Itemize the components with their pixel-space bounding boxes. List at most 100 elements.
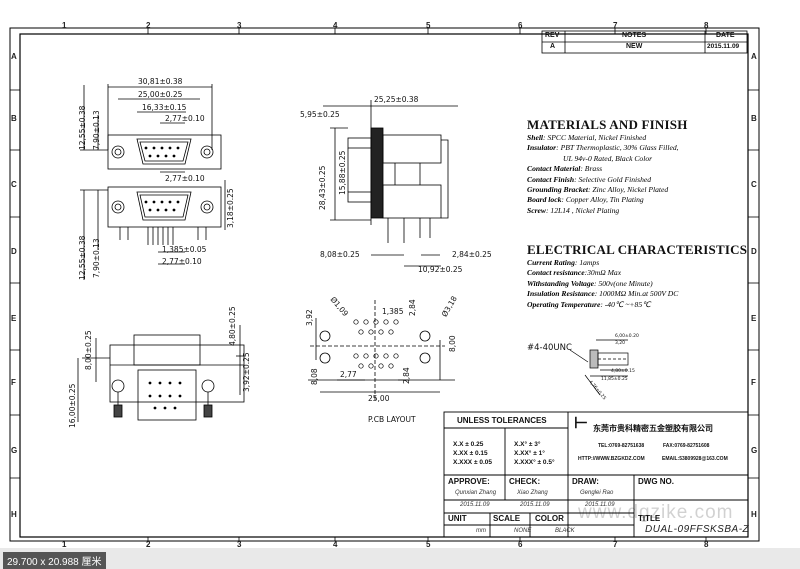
tolerances-title: UNLESS TOLERANCES — [457, 416, 547, 425]
company-tel: TEL:0769-82751638 — [598, 443, 645, 449]
company-email: EMAIL:53809928@163.COM — [662, 456, 728, 462]
dwg-no-label: DWG NO. — [638, 477, 674, 486]
dim-front-left-c: 12,55±0.38 — [78, 235, 87, 280]
grid-row-f: F — [11, 378, 16, 387]
dim-front-bottom-b: 2,77±0.10 — [162, 257, 202, 266]
check-label: CHECK: — [509, 477, 541, 486]
bottom-view-pins — [148, 381, 182, 410]
draw-name: Genglei Rao — [580, 490, 614, 496]
dim-bottom-left-b: 16,00±0.25 — [68, 383, 77, 428]
grid-col-2: 2 — [146, 21, 151, 30]
front-view — [80, 84, 226, 280]
materials-title: MATERIALS AND FINISH — [527, 117, 688, 132]
check-name: Xiao Zhang — [517, 490, 548, 496]
tolerance-angular-row: X.XXX° ± 0.5° — [514, 459, 555, 466]
dim-front-left-a: 12,55±0.38 — [78, 105, 87, 150]
drawing-title: DUAL-09FFSKSBA-Z — [645, 524, 750, 535]
company-logo-icon: ⊢ — [574, 415, 588, 432]
page-size-readout: 29.700 x 20.988 厘米 — [3, 552, 106, 569]
grid-row-a-right: A — [751, 52, 757, 61]
dim-pcb-mid-d: 8,00 — [448, 335, 457, 352]
approve-date: 2015.11.09 — [460, 502, 490, 508]
unit-value: mm — [476, 528, 486, 534]
grid-row-e-right: E — [751, 314, 757, 323]
dim-pcb-width: 25,00 — [368, 394, 390, 403]
draw-label: DRAW: — [572, 477, 599, 486]
grid-col-4-bottom: 4 — [333, 540, 338, 549]
grid-row-d: D — [11, 247, 17, 256]
material-line: Screw: 12L14 , Nickel Plating — [527, 205, 620, 215]
dim-front-left-b: 7,90±0.13 — [92, 110, 101, 150]
dim-pcb-top-c: 3,92 — [305, 309, 314, 326]
dim-front-shell: 25,00±0.25 — [138, 90, 183, 99]
electrical-list: Current Rating: 1amps Contact resistance… — [527, 258, 678, 310]
dim-side-bottom-c: 10,92±0.25 — [418, 265, 463, 274]
notes-value: NEW — [626, 43, 643, 50]
pcb-layout — [308, 300, 455, 400]
dim-side-left-a: 28,43±0.25 — [318, 165, 327, 210]
grid-col-8-bottom: 8 — [704, 540, 709, 549]
grid-row-g: G — [11, 446, 18, 455]
grid-col-1: 1 — [62, 21, 67, 30]
date-header: DATE — [716, 32, 735, 39]
grid-col-6-bottom: 6 — [518, 540, 523, 549]
grid-col-7-bottom: 7 — [613, 540, 618, 549]
dim-front-left-d: 7,90±0.13 — [92, 238, 101, 278]
dim-side-top-a: 5,95±0.25 — [300, 110, 340, 119]
rev-header: REV — [545, 32, 560, 39]
dim-front-right: 3,18±0.25 — [226, 188, 235, 228]
dim-front-pitch-top: 2,77±0.10 — [165, 114, 205, 123]
grid-row-g-right: G — [751, 446, 758, 455]
dim-side-top-b: 25,25±0.38 — [374, 95, 419, 104]
materials-list: Shell: SPCC Material, Nickel Finished In… — [527, 133, 679, 216]
electrical-line: Current Rating: 1amps — [527, 258, 600, 267]
electrical-title: ELECTRICAL CHARACTERISTICS — [527, 242, 748, 257]
dim-pcb-mid-b: 2,77 — [340, 370, 357, 379]
dim-pcb-mid-a: 8,08 — [310, 368, 319, 385]
grid-col-3-bottom: 3 — [237, 540, 242, 549]
screw-dim-a: 6,00±0.20 — [615, 334, 639, 339]
dim-side-left-b: 15,88±0.25 — [338, 150, 347, 195]
dim-bottom-left-a: 8,00±0.25 — [84, 330, 93, 370]
tolerances-angular: X.X° ± 3° X.XX° ± 1° X.XXX° ± 0.5° — [514, 440, 555, 467]
dim-front-insert: 16,33±0.15 — [142, 103, 187, 112]
electrical-line: Insulation Resistance: 1000MΩ Min.at 500… — [527, 289, 679, 299]
approve-label: APPROVE: — [448, 477, 490, 486]
bottom-view — [77, 325, 245, 422]
material-line: UL 94v-0 Rated, Black Color — [563, 153, 653, 163]
screw-detail — [569, 339, 629, 396]
dim-bottom-right-b: 3,92±0.25 — [242, 352, 251, 392]
company-fax: FAX:0769-82751608 — [663, 443, 710, 449]
tolerances-linear: X.X ± 0.25 X.XX ± 0.15 X.XXX ± 0.05 — [453, 440, 492, 467]
dim-side-bottom-b: 2,84±0.25 — [452, 250, 492, 259]
grid-col-1-bottom: 1 — [62, 540, 67, 549]
dim-front-pitch-mid: 2,77±0.10 — [165, 174, 205, 183]
draw-date: 2015.11.09 — [585, 502, 615, 508]
grid-row-b-right: B — [751, 114, 757, 123]
pcb-caption: P.CB LAYOUT — [368, 415, 416, 424]
dim-pcb-pitch: 1,385 — [382, 307, 404, 316]
front-view-pins — [144, 146, 180, 212]
material-line: Contact Material: Brass — [527, 164, 603, 174]
tolerance-linear-row: X.X ± 0.25 — [453, 441, 484, 448]
dim-front-bottom-a: 1,385±0.05 — [162, 245, 207, 254]
grid-col-6: 6 — [518, 21, 523, 30]
dim-pcb-mid-c: 2,84 — [402, 367, 411, 384]
material-line: Grounding Bracket: Zinc Alloy, Nickel Pl… — [527, 185, 669, 195]
watermark: www.dgzike.com — [578, 502, 734, 523]
side-view — [323, 100, 458, 267]
screw-dim-c: 4,80±0.15 — [611, 369, 635, 374]
material-line: Contact Finish: Selective Gold Finished — [527, 174, 652, 184]
electrical-line: Operating Temperature: -40℃ ~+85℃ — [527, 299, 651, 309]
grid-col-5: 5 — [426, 21, 431, 30]
tolerance-linear-row: X.XXX ± 0.05 — [453, 459, 492, 466]
tolerance-linear-row: X.XX ± 0.15 — [453, 450, 488, 457]
approve-name: Qunxian Zhang — [455, 490, 497, 496]
grid-row-b: B — [11, 114, 17, 123]
grid-row-e: E — [11, 314, 17, 323]
screw-dim-d: 11,85±0.25 — [601, 377, 628, 382]
grid-row-c-right: C — [751, 180, 757, 189]
electrical-line: Withstanding Voltage: 500v(one Minute) — [527, 278, 653, 288]
material-line: Insulator: PBT Thermoplastic, 30% Glass … — [527, 143, 679, 153]
grid-row-a: A — [11, 52, 17, 61]
